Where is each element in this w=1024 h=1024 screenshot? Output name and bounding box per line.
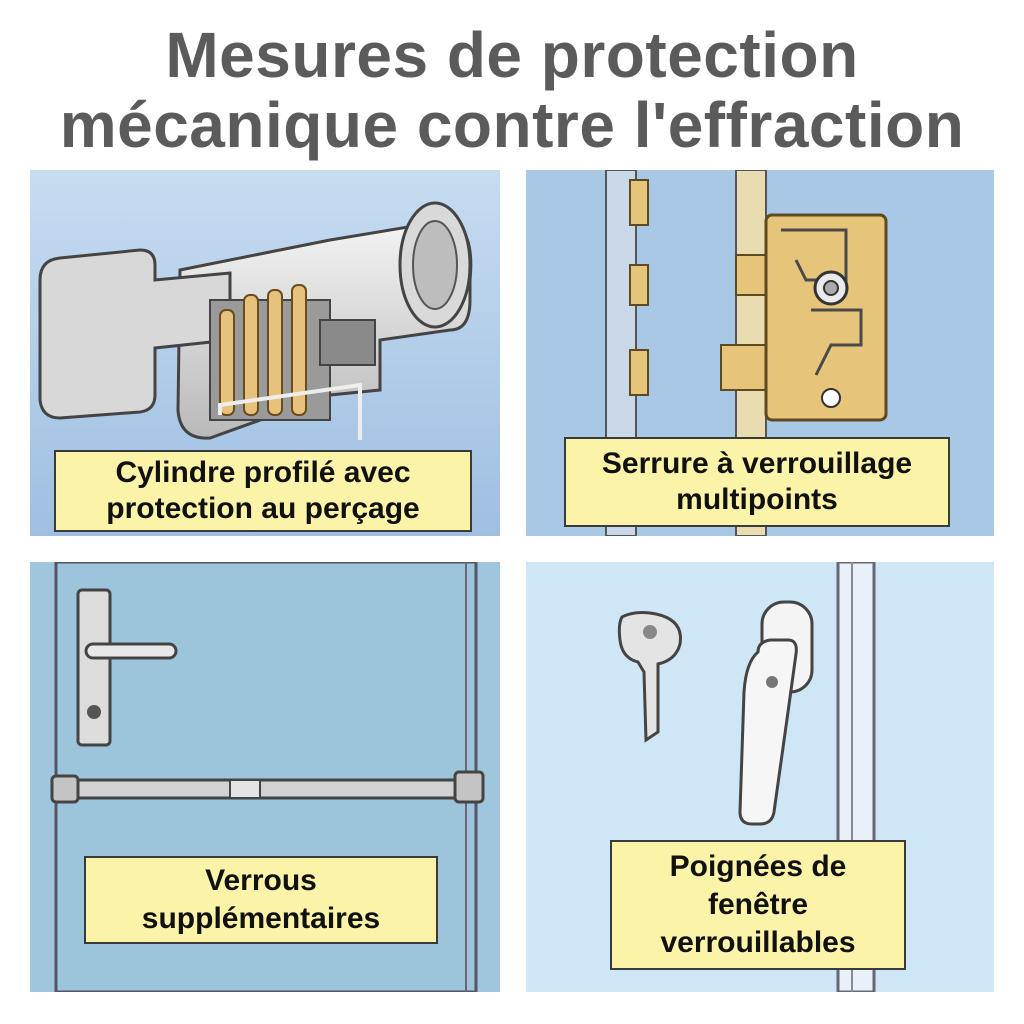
label-cylinder: Cylindre profilé avec protection au perç… [54,450,472,532]
label-window-line-3: verrouillables [660,926,856,959]
title-line-1: Mesures de protection [165,19,859,91]
label-window-line-1: Poignées de [669,850,847,883]
label-bolts: Verrous supplémentaires [84,856,438,944]
label-bolts-line-2: supplémentaires [141,902,381,935]
label-window: Poignées de fenêtre verrouillables [610,840,906,970]
label-multipoint-line-2: multipoints [676,483,838,516]
panel-bolts: Verrous supplémentaires [30,562,500,992]
panel-window: Poignées de fenêtre verrouillables [526,562,994,992]
label-multipoint: Serrure à verrouillage multipoints [564,437,950,527]
panel-multipoint: Serrure à verrouillage multipoints [526,170,994,536]
title-line-2: mécanique contre l'effraction [59,89,965,161]
panel-cylinder: Cylindre profilé avec protection au perç… [30,170,500,536]
key-icon [617,611,682,743]
label-cylinder-line-1: Cylindre profilé avec [115,456,411,489]
label-bolts-line-1: Verrous [205,864,317,897]
label-multipoint-line-1: Serrure à verrouillage [601,447,913,480]
label-window-line-2: fenêtre [707,888,809,921]
label-cylinder-line-2: protection au perçage [106,492,420,525]
